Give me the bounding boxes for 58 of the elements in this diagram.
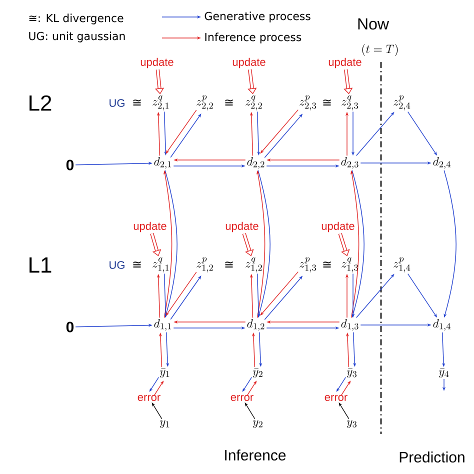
variable-label: $z^{q}_{2,3}$ bbox=[342, 96, 358, 110]
kl-symbol: ≅ bbox=[323, 99, 331, 106]
kl-symbol: ≅ bbox=[323, 261, 331, 268]
kl-symbol: ≅ bbox=[133, 261, 141, 268]
variable-label: $z^{q}_{1,2}$ bbox=[246, 258, 262, 272]
key-note: ≅: KL divergence bbox=[29, 14, 124, 24]
update-label: update bbox=[226, 222, 258, 232]
unit-gaussian-label: UG bbox=[110, 99, 124, 107]
variable-label: $z^{p}_{1,3}$ bbox=[300, 258, 316, 272]
error-label: error bbox=[138, 395, 160, 402]
phase-label: Prediction bbox=[400, 452, 464, 462]
variable-label: $d_{1,1}$ bbox=[154, 319, 171, 331]
variable-label: $z^{p}_{2,2}$ bbox=[196, 96, 213, 110]
kl-symbol: ≅ bbox=[133, 99, 141, 106]
key-note: UG: unit gaussian bbox=[29, 32, 125, 42]
update-label: update bbox=[328, 58, 362, 68]
now-label: Now bbox=[358, 18, 390, 30]
update-label: update bbox=[322, 222, 354, 232]
update-label: update bbox=[232, 58, 266, 68]
variable-label: $z^{p}_{1,4}$ bbox=[394, 258, 410, 272]
variable-label: $y_{1}$ bbox=[160, 420, 170, 428]
variable-label: $z^{p}_{2,4}$ bbox=[394, 96, 410, 110]
variable-label: $\bar{y}_{4}$ bbox=[438, 368, 449, 378]
time-formula: $(t = T)$ bbox=[362, 44, 398, 56]
variable-label: $z^{p}_{1,2}$ bbox=[196, 258, 213, 272]
variable-label: $d_{2,4}$ bbox=[433, 157, 450, 169]
kl-symbol: ≅ bbox=[225, 99, 233, 106]
variable-label: $z^{p}_{2,3}$ bbox=[300, 96, 316, 110]
variable-label: $z^{q}_{2,1}$ bbox=[152, 96, 169, 110]
update-label: update bbox=[140, 58, 174, 68]
variable-label: $\bar{y}_{1}$ bbox=[160, 368, 170, 378]
variable-label: $\bar{y}_{3}$ bbox=[346, 368, 357, 378]
variable-label: $d_{1,4}$ bbox=[433, 319, 450, 331]
update-label: update bbox=[134, 222, 166, 232]
variable-label: $d_{2,2}$ bbox=[247, 157, 264, 169]
legend-text: Inference process bbox=[205, 32, 302, 44]
variable-label: $d_{2,1}$ bbox=[154, 157, 171, 169]
arrow bbox=[170, 276, 202, 320]
zero-input-label: 0 bbox=[66, 160, 74, 170]
error-label: error bbox=[230, 395, 254, 402]
variable-label: $y_{2}$ bbox=[252, 420, 262, 428]
layer-label: L2 bbox=[30, 95, 52, 111]
legend-text: Generative process bbox=[204, 12, 310, 22]
variable-label: $z^{q}_{1,3}$ bbox=[342, 258, 358, 272]
arrow bbox=[170, 114, 202, 158]
zero-input-label: 0 bbox=[66, 322, 74, 332]
variable-label: $z^{q}_{2,2}$ bbox=[246, 96, 262, 110]
variable-label: $d_{1,2}$ bbox=[247, 319, 264, 331]
error-label: error bbox=[324, 395, 348, 402]
variable-label: $d_{2,3}$ bbox=[341, 157, 358, 169]
variable-label: $z^{q}_{1,1}$ bbox=[152, 258, 169, 272]
variable-label: $y_{3}$ bbox=[346, 420, 357, 428]
layer-label: L1 bbox=[30, 257, 52, 273]
variable-label: $\bar{y}_{2}$ bbox=[252, 368, 262, 378]
phase-label: Inference bbox=[225, 450, 286, 460]
kl-symbol: ≅ bbox=[225, 261, 233, 268]
variable-label: $d_{1,3}$ bbox=[341, 319, 358, 331]
unit-gaussian-label: UG bbox=[110, 261, 124, 269]
